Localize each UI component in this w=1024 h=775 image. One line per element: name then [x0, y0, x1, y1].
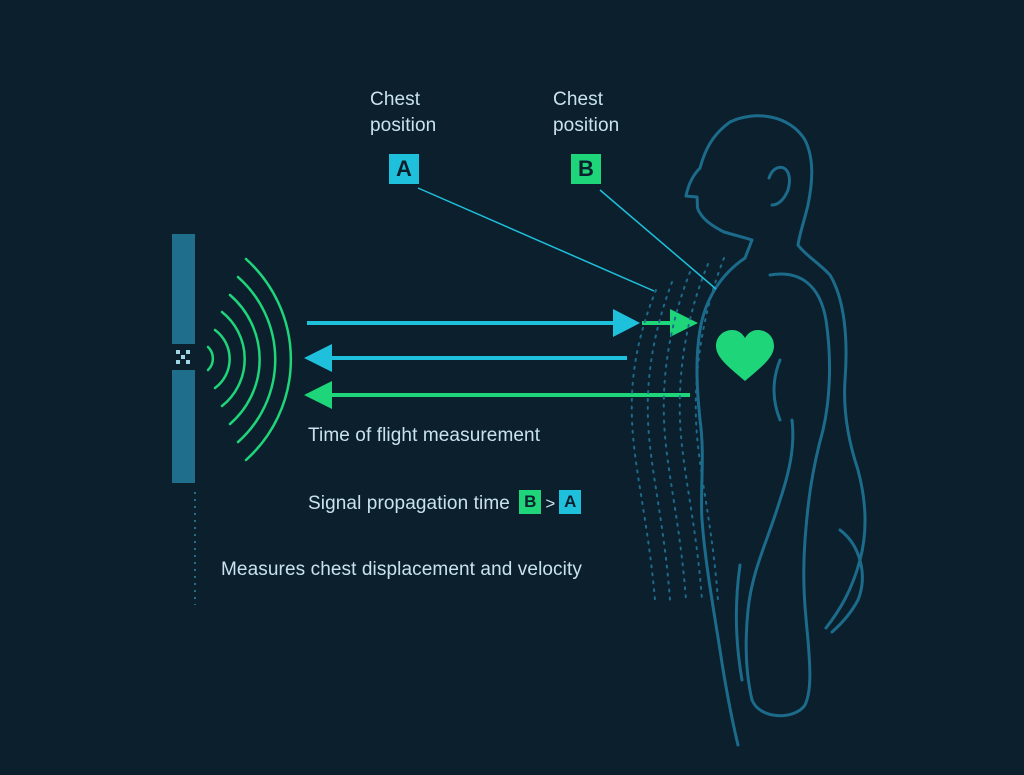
- leader-line-a: [417, 187, 655, 292]
- chest-position-b-label: Chest position: [553, 89, 620, 136]
- sensor-bar-top: [172, 234, 195, 344]
- chest-motion-contours: [630, 257, 725, 601]
- return-arrowhead-a: [304, 344, 332, 372]
- propagation-text: Signal propagation time: [308, 493, 510, 514]
- leader-line-b: [599, 189, 717, 290]
- tof-caption: Time of flight measurement: [308, 425, 541, 446]
- propagation-caption: Signal propagation time B>A: [308, 490, 582, 517]
- measures-caption: Measures chest displacement and velocity: [221, 559, 582, 580]
- propagation-badge-b: B: [519, 490, 542, 515]
- human-body-outline: [684, 114, 867, 747]
- greater-than-sign: >: [545, 494, 556, 513]
- chest-position-b-badge: B: [571, 154, 601, 184]
- radar-sensor-icon: [176, 350, 190, 364]
- signal-waves-icon: [206, 257, 293, 462]
- outgoing-arrowhead-b: [670, 309, 698, 337]
- radar-sensor: [172, 234, 196, 605]
- chest-position-a-label: Chest position: [370, 89, 437, 136]
- heart-icon: [716, 330, 774, 381]
- return-arrowhead-b: [304, 381, 332, 409]
- propagation-badge-a: A: [559, 490, 582, 515]
- outgoing-arrowhead-a: [613, 309, 640, 337]
- chest-position-a-badge: A: [389, 154, 419, 184]
- sensor-bar-bottom: [172, 370, 195, 483]
- tof-arrows: [304, 309, 698, 409]
